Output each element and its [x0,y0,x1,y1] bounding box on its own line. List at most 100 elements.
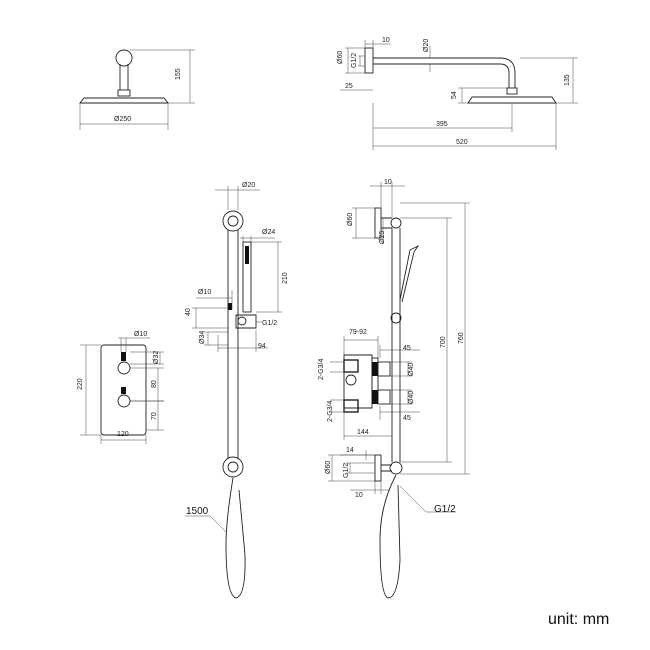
valve-plate [100,344,147,436]
dim-line-side-7992 [343,336,379,358]
dim-arm-520: 520 [456,139,468,146]
dim-line-arm-10 [364,40,390,48]
head-connector [117,89,131,97]
dim-side-7992: 79-92 [349,329,367,336]
rail-bottom-bracket-inner [227,461,239,473]
leader-rail-1500 [185,515,227,533]
dim-side-g34b: 2-G3/4 [327,400,334,422]
side-slider [390,312,402,324]
valve-inlet-top [343,359,359,373]
dim-line-side-60 [352,207,375,239]
dim-side-144: 144 [357,429,369,436]
side-top-arm [381,217,392,229]
dim-valve-120: 120 [117,431,129,438]
dim-line-rail-34 [204,331,228,346]
side-rail-bar [391,228,401,462]
dim-arm-20: Ø20 [423,39,430,52]
arm-flange [364,47,374,74]
dim-line-valve-120 [100,435,147,444]
shower-hose [225,477,246,599]
dim-rail-94: 94 [258,343,266,350]
dim-head-height: 155 [175,68,182,80]
shower-head-front-view: Ø250 155 [79,49,195,130]
arm-head-plate [467,96,557,104]
dim-valve-32: Ø32 [153,351,160,364]
dim-arm-25: 25 [345,83,353,90]
dim-arm-g12: G1/2 [351,53,358,68]
rail-top-bracket-inner [227,215,239,227]
dim-line-side-10b [350,481,390,494]
side-top-clamp [390,217,402,229]
dim-side-40a: Ø40 [408,363,415,376]
dim-side-10: 10 [384,179,392,186]
dim-line-side-700 [400,217,452,463]
dim-arm-54: 54 [451,91,458,99]
dim-line-arm-395 [372,103,513,150]
dim-line-side-40b [390,389,412,405]
arm-pipe [373,57,516,88]
arm-drop [119,64,129,90]
dim-line-155 [130,49,195,104]
dim-rail-34: Ø34 [199,331,206,344]
dim-line-rail-94 [217,330,268,352]
valve-bottom-marker [121,387,126,394]
dim-line-side-45b [379,406,420,420]
dim-line-arm-g12 [358,55,365,67]
dim-side-60: Ø60 [347,213,354,226]
valve-cartridge-bottom [372,390,378,404]
dim-side-45b: 45 [403,415,411,422]
dim-line-250 [79,103,169,130]
dim-line-side-45a [379,345,420,358]
dim-head-diameter: Ø250 [114,116,131,123]
side-bottom-flange [374,454,382,482]
valve-top-marker [121,352,126,361]
slide-rail-front-view: Ø20 Ø24 210 Ø10 40 Ø34 G1/2 94 1500 [185,182,289,599]
dim-rail-24: Ø24 [262,229,275,236]
dim-line-side-40a [390,361,412,377]
side-bottom-arm [381,464,392,472]
side-bottom-clamp [389,461,403,475]
side-top-flange [374,207,382,239]
dim-arm-10: 10 [382,37,390,44]
dim-line-side-760 [400,202,470,475]
dim-line-valve-80 [130,367,164,402]
dim-line-side-g34b [330,399,344,413]
dim-arm-60: Ø60 [337,51,344,64]
shower-head-plate [79,97,169,104]
unit-label: unit: mm [548,611,609,628]
dim-line-rail-210 [251,241,282,313]
dim-arm-135: 135 [564,74,571,86]
dim-side-760: 760 [458,332,465,344]
dim-valve-220: 220 [77,378,84,390]
dim-line-valve-10 [118,337,150,352]
dim-rail-40: 40 [185,308,192,316]
valve-handle-top [377,361,391,377]
valve-inlet-round [345,374,357,386]
slider-knob [237,316,247,326]
dim-side-45a: 45 [403,345,411,352]
dim-rail-210: 210 [282,272,289,284]
dim-line-valve-70 [130,400,164,431]
rail-clamp-mark [228,303,232,310]
valve-inlet-bottom [343,399,359,413]
dim-line-arm-520 [373,103,557,150]
valve-bottom-knob [117,394,131,408]
side-hand-shower [399,244,420,303]
dim-line-arm-60 [345,47,365,74]
dim-side-g34a: 2-G3/4 [318,358,325,380]
dim-line-side-10 [370,182,405,218]
dim-side-10b: 10 [355,492,363,499]
dim-rail-10: Ø10 [198,289,211,296]
dim-valve-70: 70 [151,412,158,420]
dim-valve-80: 80 [151,380,158,388]
dim-side-14: 14 [346,447,354,454]
valve-handle-bottom [377,389,391,405]
dim-valve-10: Ø10 [134,331,147,338]
dim-line-side-60b [328,454,375,482]
dim-side-g12b: G1/2 [434,504,456,515]
dim-arm-395: 395 [436,121,448,128]
dim-side-60b: Ø60 [325,461,332,474]
wall-flange [115,49,133,67]
dim-line-side-g34a [330,361,344,373]
